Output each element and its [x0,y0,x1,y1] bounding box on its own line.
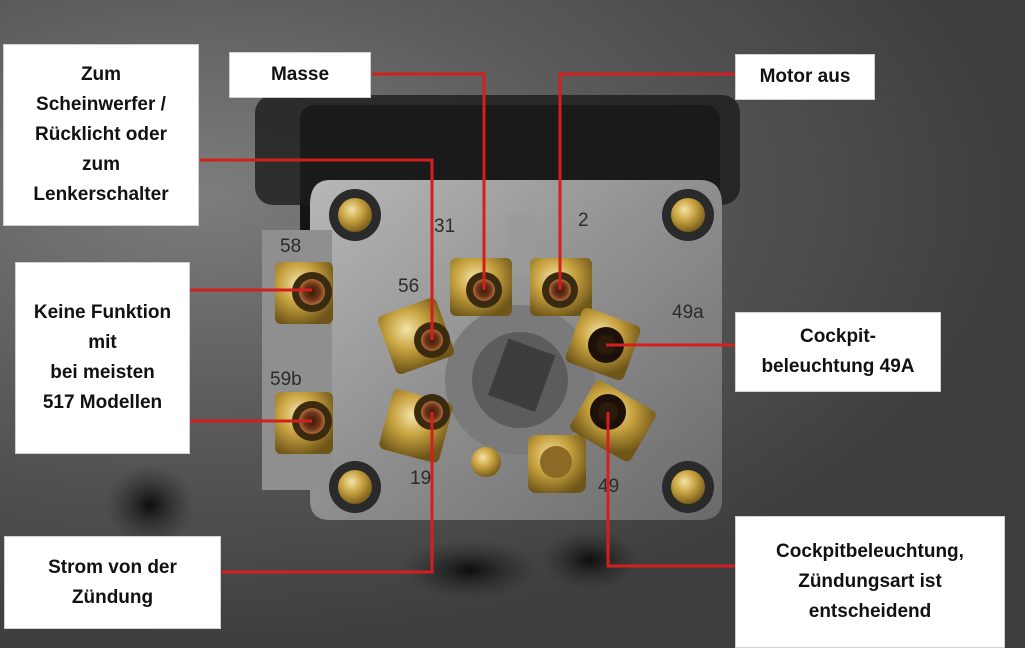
label-cockpit-zuendung: Cockpitbeleuchtung, Zündungsart ist ents… [735,516,1005,648]
label-cockpit-49a: Cockpit- beleuchtung 49A [735,312,941,392]
pin-number-49a: 49a [672,302,704,323]
pin-number-58: 58 [280,236,301,257]
pin-number-56: 56 [398,276,419,297]
label-strom: Strom von der Zündung [4,536,221,629]
pin-number-2: 2 [578,210,589,231]
pin-number-31: 31 [434,216,455,237]
pin-number-19: 19 [410,468,431,489]
label-motor-aus: Motor aus [735,54,875,100]
pin-number-59b: 59b [270,369,302,390]
label-scheinwerfer: Zum Scheinwerfer / Rücklicht oder zum Le… [3,44,199,226]
label-masse: Masse [229,52,371,98]
label-keine-funktion: Keine Funktion mit bei meisten 517 Model… [15,262,190,454]
pin-number-49: 49 [598,476,619,497]
